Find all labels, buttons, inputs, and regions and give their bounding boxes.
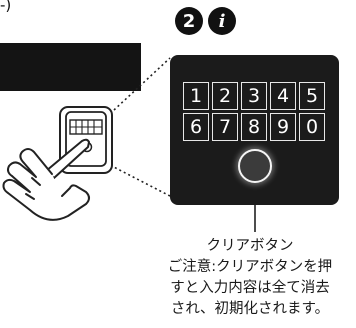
key-3[interactable]: 3 <box>241 82 267 110</box>
key-6[interactable]: 6 <box>183 113 209 141</box>
key-7[interactable]: 7 <box>212 113 238 141</box>
black-banner <box>0 43 141 91</box>
key-1[interactable]: 1 <box>183 82 209 110</box>
top-fragment-text: -) <box>0 0 12 14</box>
info-icon: i <box>208 7 236 35</box>
clear-button-icon[interactable] <box>238 149 272 183</box>
caption-line-1: ご注意:クリアボタンを押 <box>167 259 333 275</box>
caption-line-3: され、初期化されます。 <box>170 301 330 317</box>
key-8[interactable]: 8 <box>241 113 267 141</box>
keypad-grid: 1 2 3 4 5 6 7 8 9 0 <box>183 82 325 141</box>
key-9[interactable]: 9 <box>270 113 296 141</box>
callout-line-top <box>113 57 171 111</box>
key-4[interactable]: 4 <box>270 82 296 110</box>
caption-line-2: すと入力内容は全て消去 <box>170 280 330 296</box>
key-2[interactable]: 2 <box>212 82 238 110</box>
clear-button-caption: クリアボタン ご注意:クリアボタンを押 すと入力内容は全て消去 され、初期化され… <box>144 236 356 320</box>
step-number-badge: 2 <box>175 7 203 35</box>
caption-title: クリアボタン <box>206 238 294 254</box>
key-5[interactable]: 5 <box>299 82 325 110</box>
callout-line-bottom <box>105 162 171 197</box>
key-0[interactable]: 0 <box>299 113 325 141</box>
hand-pressing-device-icon <box>2 138 90 221</box>
